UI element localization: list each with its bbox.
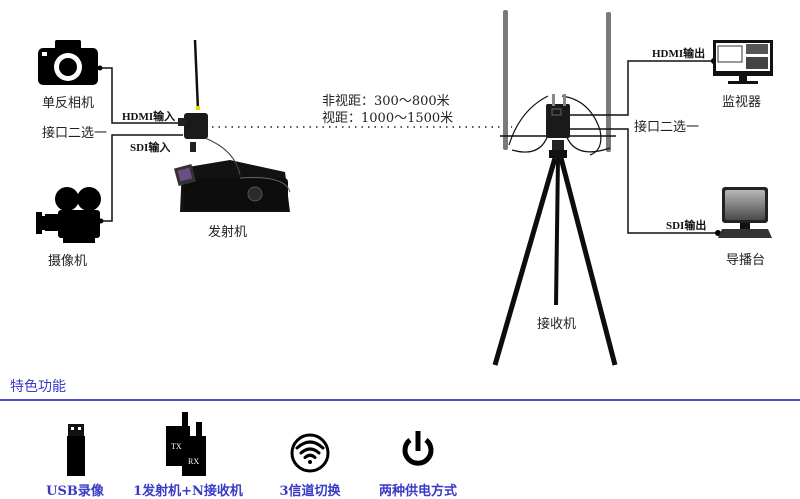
receiver-label: 接收机 (537, 317, 577, 332)
wifi-icon (290, 433, 330, 473)
usb-drive-icon (67, 424, 85, 476)
feature-label: 两种供电方式 (378, 484, 457, 499)
monitor-icon (713, 40, 773, 84)
dslr-camera-icon (38, 40, 103, 85)
features-divider (0, 399, 800, 401)
los-range-text: 视距：1000～1500米 (322, 111, 454, 126)
switcher-icon (718, 187, 772, 238)
nlos-range-text: 非视距：300～800米 (322, 94, 450, 109)
feature-label: USB录像 (46, 484, 104, 499)
sdi-output-label: SDI输出 (666, 220, 707, 232)
power-icon (402, 431, 434, 466)
source-interface-select-label: 接口二选一 (42, 126, 108, 141)
camcorder-icon (36, 187, 104, 243)
hdmi-input-label: HDMI输入 (122, 111, 176, 123)
connection-diagram (36, 10, 773, 366)
transmitter-device (173, 39, 291, 212)
receiver-device (492, 10, 618, 366)
svg-text:RX: RX (188, 457, 199, 466)
sdi-input-label: SDI输入 (130, 142, 171, 154)
transmitter-label: 发射机 (208, 225, 248, 240)
camcorder-label: 摄像机 (48, 254, 88, 269)
monitor-label: 监视器 (722, 95, 762, 110)
features-title: 特色功能 (10, 379, 66, 395)
tx-rx-icon: TX RX (166, 412, 206, 476)
svg-text:TX: TX (171, 442, 182, 451)
feature-label: 1发射机+N接收机 (133, 484, 243, 499)
hdmi-output-label: HDMI输出 (652, 48, 706, 60)
dslr-label: 单反相机 (42, 96, 95, 111)
feature-label: 3信道切换 (279, 484, 341, 499)
receiver-interface-select-label: 接口二选一 (634, 120, 700, 135)
switcher-label: 导播台 (726, 253, 766, 268)
